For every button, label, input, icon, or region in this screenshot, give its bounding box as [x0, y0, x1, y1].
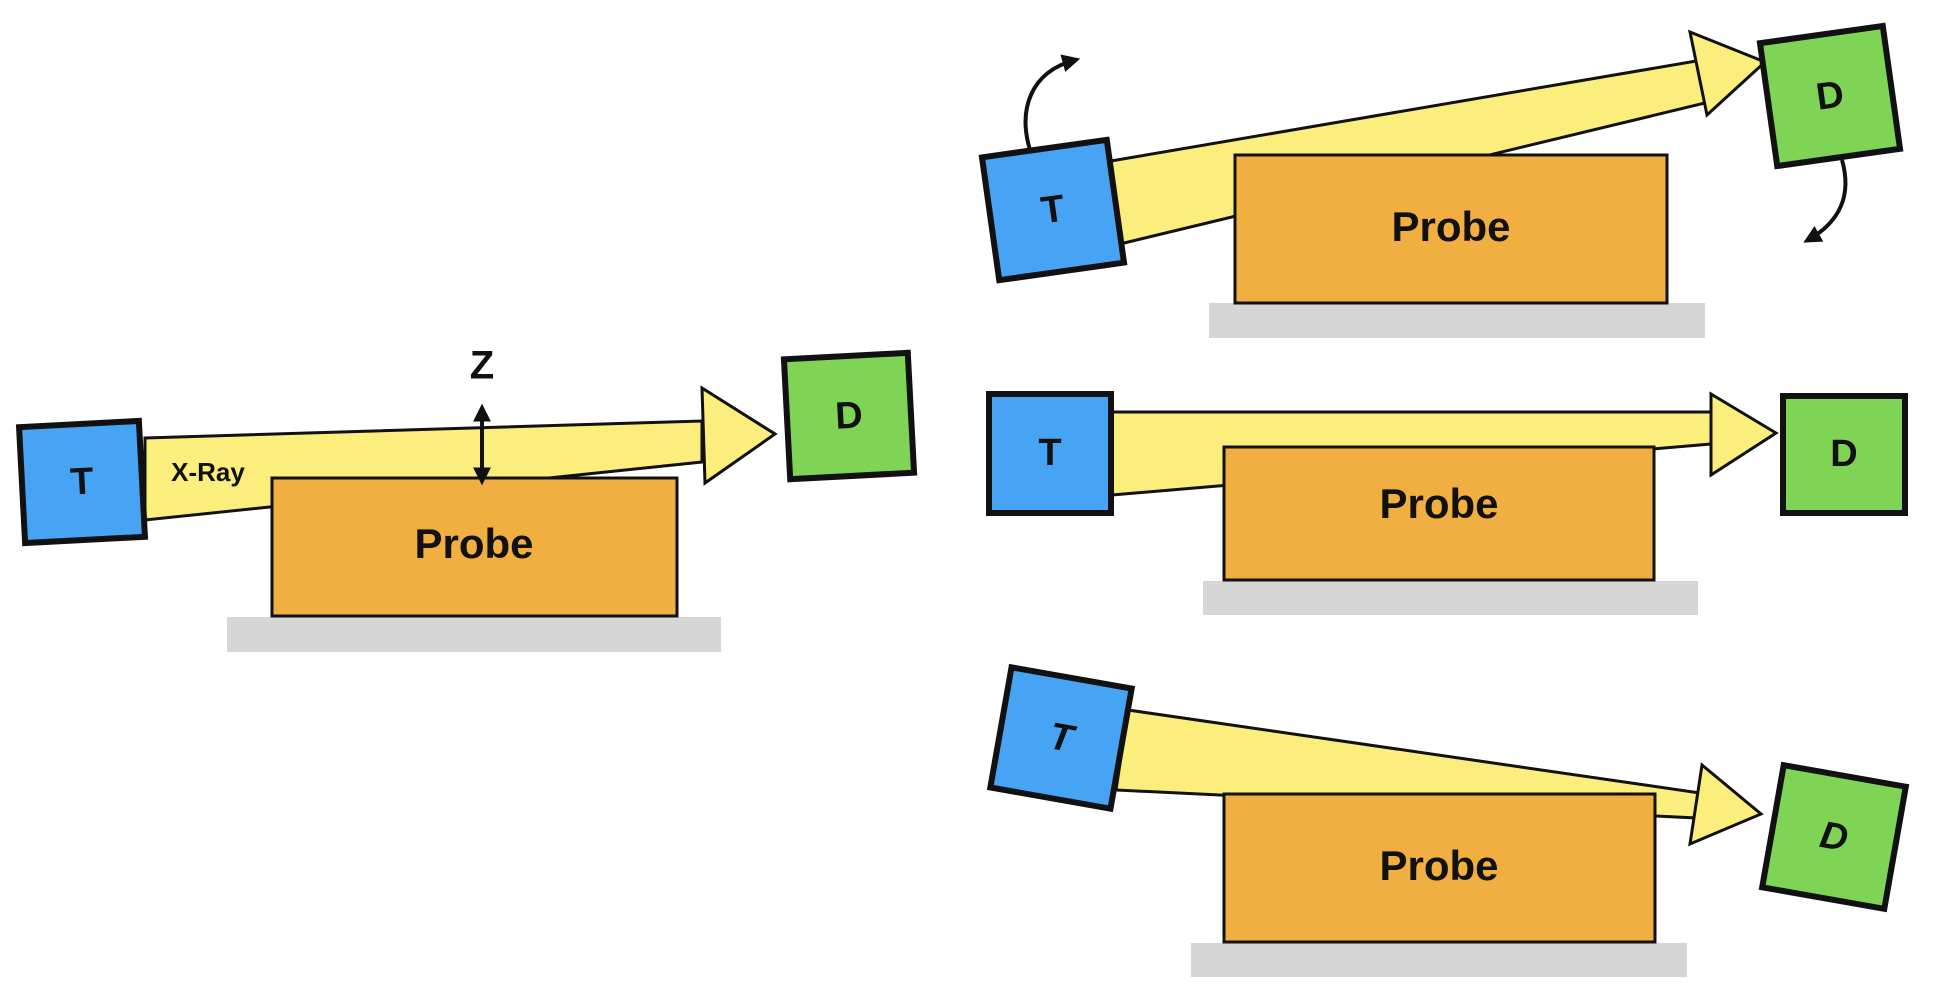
xray-tube: T — [986, 663, 1136, 813]
xray-tube: T — [15, 417, 149, 547]
probe-block — [1222, 445, 1656, 582]
detector-label: D — [1830, 433, 1857, 475]
detector-label: D — [1813, 73, 1846, 118]
beam-arrowhead — [700, 385, 778, 486]
setup-tilted-up: Probe T D — [978, 22, 1904, 338]
probe-block — [1222, 792, 1657, 944]
beam-arrowhead — [1688, 762, 1764, 847]
setup-tilted-down: Probe T D — [986, 663, 1910, 977]
beam-arrowhead — [1709, 391, 1779, 478]
beam-arrowhead — [1687, 29, 1768, 118]
tube-label: T — [1039, 188, 1068, 233]
z-label: Z — [470, 344, 494, 388]
tube-label: T — [69, 460, 94, 503]
probe-block — [270, 476, 679, 618]
tube-label: T — [1038, 432, 1061, 474]
beam-label: X-Ray — [171, 457, 245, 487]
detector-label: D — [834, 394, 864, 437]
sample-stage — [1203, 581, 1698, 615]
sample-stage — [227, 617, 721, 652]
rotate-arrow-detector — [1803, 159, 1848, 243]
probe-label: Probe — [1379, 842, 1498, 889]
detector: D — [1758, 761, 1910, 913]
probe-label: Probe — [414, 520, 533, 567]
xray-tube: T — [986, 391, 1114, 516]
rotate-arrow-tube — [1023, 54, 1081, 151]
xray-tube: T — [978, 136, 1128, 284]
setup-main: Probe T D X-Ray Z — [15, 344, 918, 652]
sample-stage — [1209, 303, 1705, 338]
probe-label: Probe — [1379, 480, 1498, 527]
detector: D — [1756, 22, 1904, 170]
probe-block — [1233, 153, 1669, 305]
probe-label: Probe — [1391, 203, 1510, 250]
detector: D — [1780, 393, 1908, 516]
sample-stage — [1191, 943, 1687, 977]
setup-aligned: Probe T D — [986, 391, 1908, 615]
detector: D — [780, 349, 918, 483]
